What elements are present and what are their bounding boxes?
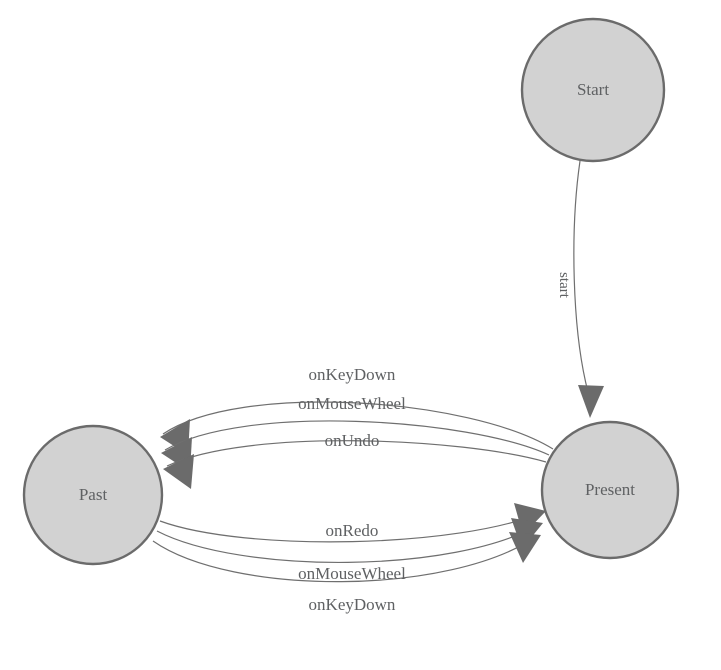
node-past-label: Past xyxy=(79,485,108,504)
edge-past-to-present-onmousewheel[interactable] xyxy=(156,518,543,564)
node-start-label: Start xyxy=(577,80,609,99)
edge-present-to-past-onmousewheel-path xyxy=(164,420,550,456)
edge-label-past-present-onmousewheel: onMouseWheel xyxy=(298,564,406,583)
edge-label-present-past-onkeydown: onKeyDown xyxy=(309,365,396,384)
edge-past-to-present-onkeydown[interactable] xyxy=(152,532,541,583)
node-start[interactable]: Start xyxy=(520,17,666,163)
edge-present-to-past-onkeydown-path xyxy=(162,401,554,450)
node-present[interactable]: Present xyxy=(540,420,680,560)
edge-past-to-present-onmousewheel-path xyxy=(156,523,541,564)
node-start-circle xyxy=(520,17,666,163)
edge-label-past-present-onkeydown: onKeyDown xyxy=(309,595,396,614)
edge-label-past-present-onredo: onRedo xyxy=(326,521,379,540)
edge-past-to-present-onkeydown-path xyxy=(152,535,538,583)
edge-start-to-present-arrowhead xyxy=(578,385,604,418)
node-past-circle xyxy=(22,424,164,566)
edge-label-present-past-onmousewheel: onMouseWheel xyxy=(298,394,406,413)
edge-start-to-present[interactable] xyxy=(573,160,604,418)
node-present-circle xyxy=(540,420,680,560)
edge-label-start: start xyxy=(556,272,572,299)
edge-present-to-past-onundo-arrowhead xyxy=(163,454,194,489)
edge-past-to-present-onkeydown-arrowhead xyxy=(509,532,541,563)
edge-label-present-past-onundo: onUndo xyxy=(325,431,380,450)
edge-present-to-past-onundo-path xyxy=(166,440,547,467)
edge-past-to-present-onredo-path xyxy=(159,511,544,543)
edge-present-to-past-onundo[interactable] xyxy=(163,440,547,489)
node-present-label: Present xyxy=(585,480,635,499)
edge-start-to-present-path xyxy=(573,160,589,393)
edge-past-to-present-onmousewheel-arrowhead xyxy=(511,518,543,549)
node-past[interactable]: Past xyxy=(22,424,164,566)
